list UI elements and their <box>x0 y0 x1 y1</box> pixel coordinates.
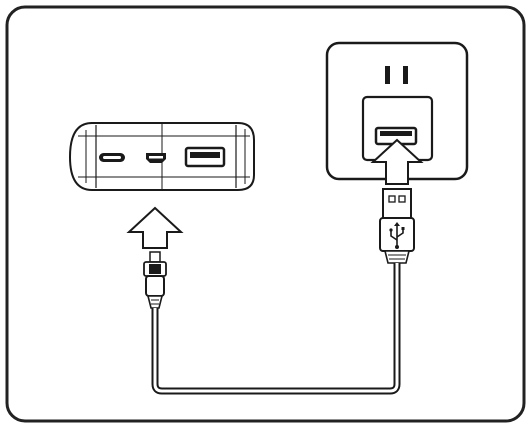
micro-usb-plug <box>143 251 167 309</box>
wall-adapter <box>325 41 469 181</box>
adapter-pin-right <box>403 66 408 84</box>
adapter-pin-left <box>385 66 390 84</box>
usb-symbol-icon <box>389 222 405 249</box>
usb-a-plug <box>379 188 415 264</box>
up-arrow-icon <box>126 206 184 249</box>
power-bank <box>68 122 255 191</box>
up-arrow-icon <box>370 138 424 185</box>
